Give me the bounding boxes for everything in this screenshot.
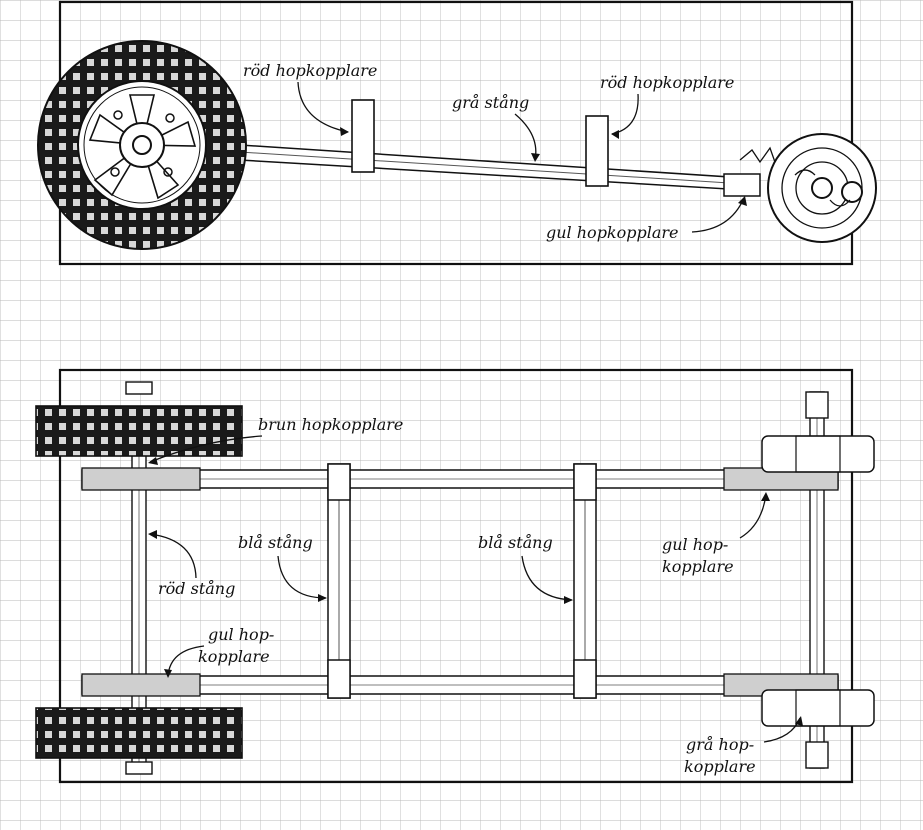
arrow-red-coupler-left	[297, 81, 349, 133]
red-coupler-right-top	[585, 115, 609, 187]
wheel-top	[37, 40, 247, 250]
wheel-front-right	[35, 707, 243, 759]
label-blue-rod-left: blå stång	[238, 533, 313, 552]
label-yellow-coupler-right-1: gul hop-	[662, 535, 728, 554]
label-grey-rod: grå stång	[452, 93, 529, 112]
label-grey-coupler-1: grå hop-	[686, 735, 754, 754]
top-view: röd hopkopplare röd hopkopplare grå stån…	[37, 0, 877, 266]
arrow-red-rod	[149, 533, 197, 579]
pulley-lower	[761, 689, 875, 769]
label-brown-coupler: brun hopkopplare	[258, 415, 403, 434]
yellow-coupler-left-bottom	[81, 673, 201, 697]
label-yellow-coupler-left-2: kopplare	[198, 647, 270, 666]
side-rod-lower	[81, 675, 839, 695]
label-red-rod: röd stång	[158, 579, 235, 598]
label-red-coupler-right: röd hopkopplare	[600, 73, 734, 92]
label-yellow-coupler: gul hopkopplare	[546, 223, 679, 242]
pulley-upper	[761, 391, 875, 473]
pulley-top	[767, 133, 877, 243]
label-grey-coupler-2: kopplare	[684, 757, 756, 776]
label-blue-rod-right: blå stång	[478, 533, 553, 552]
blue-rod-left	[327, 463, 351, 699]
bottom-view: brun hopkopplare blå stång blå stång röd…	[35, 368, 875, 784]
label-red-coupler-left: röd hopkopplare	[243, 61, 377, 80]
arrow-brown-coupler	[149, 435, 263, 463]
wheel-front-left	[35, 405, 243, 457]
blue-rod-right	[573, 463, 597, 699]
label-yellow-coupler-right-2: kopplare	[662, 557, 734, 576]
label-yellow-coupler-left-1: gul hop-	[208, 625, 274, 644]
brown-coupler-bottom	[81, 467, 201, 491]
yellow-coupler-top	[723, 146, 777, 197]
bottom-view-baseplate	[58, 368, 854, 784]
red-coupler-left-top	[351, 99, 375, 173]
